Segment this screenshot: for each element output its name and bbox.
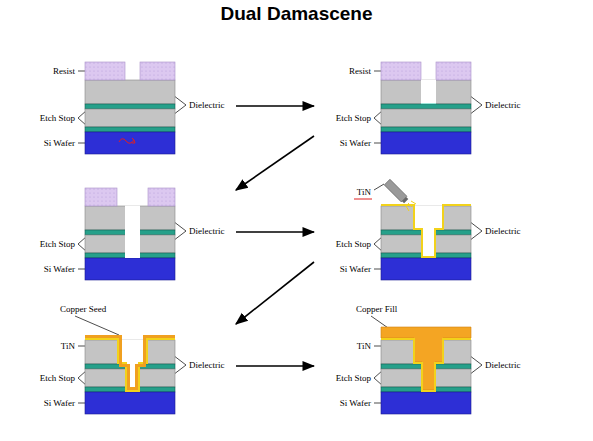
layer-label: Si Wafer	[44, 138, 75, 149]
process-panel: DielectricEtch Stop Si Wafer	[22, 166, 232, 286]
flow-arrow	[236, 231, 314, 233]
tin-liner	[381, 205, 471, 257]
wafer-stack	[85, 62, 175, 154]
process-panel: Copper FillTiN DielectricEtch Stop Si Wafe…	[318, 300, 528, 420]
red-mark	[119, 138, 135, 143]
layer-label: Resist	[349, 66, 371, 77]
sputter-gun	[384, 179, 409, 204]
sputter-spray	[406, 201, 416, 211]
resist-layer	[148, 188, 175, 206]
resist-layer	[85, 62, 125, 80]
layer-label: Etch Stop	[336, 373, 371, 384]
etched-via	[421, 230, 436, 258]
layer-label: Dielectric	[189, 226, 224, 237]
red-underline	[354, 199, 372, 200]
process-panel: ResistDielectricEtch Stop Si Wafer	[318, 40, 528, 160]
layer-label: Dielectric	[485, 226, 520, 237]
layer-label: Copper Fill	[356, 304, 397, 315]
resist-layer	[436, 62, 471, 80]
wafer-stack	[85, 337, 175, 415]
layer-label: Si Wafer	[340, 138, 371, 149]
flow-arrow	[236, 105, 314, 107]
wafer-stack	[381, 62, 471, 154]
etched-via	[125, 206, 140, 258]
process-panel: TiN DielectricEtch Stop Si Wafer	[318, 166, 528, 286]
flow-arrow	[236, 262, 314, 324]
process-panel: Copper SeedTiN DielectricEtch Stop Si Wafe…	[22, 300, 232, 420]
flow-arrow	[236, 365, 314, 367]
flow-arrow	[236, 136, 314, 190]
leader-lines	[75, 71, 482, 403]
layer-label: Etch Stop	[336, 239, 371, 250]
etched-trench	[413, 206, 444, 230]
tin-liner	[381, 339, 471, 391]
copper-fill	[381, 327, 471, 390]
layer-label: Si Wafer	[44, 264, 75, 275]
layer-label: Dielectric	[485, 100, 520, 111]
layer-label: TiN	[357, 187, 371, 198]
layer-label: Copper Seed	[60, 304, 106, 315]
layer-label: TiN	[61, 341, 75, 352]
layer-label: Etch Stop	[40, 113, 75, 124]
wafer-stack	[85, 188, 175, 280]
layer-label: TiN	[357, 341, 371, 352]
layer-label: Dielectric	[189, 360, 224, 371]
layer-label: Si Wafer	[340, 398, 371, 409]
resist-layer	[140, 62, 175, 80]
layer-label: Dielectric	[189, 100, 224, 111]
layer-label: Si Wafer	[340, 264, 371, 275]
etched-trench	[421, 80, 436, 104]
layer-label: Etch Stop	[40, 239, 75, 250]
copper-seed	[85, 337, 175, 389]
resist-layer	[85, 188, 117, 206]
wafer-stack	[381, 327, 471, 414]
layer-label: Etch Stop	[336, 113, 371, 124]
layer-label: Etch Stop	[40, 373, 75, 384]
process-panel: ResistDielectricEtch Stop Si Wafer	[22, 40, 232, 160]
layer-label: Dielectric	[485, 360, 520, 371]
layer-label: Si Wafer	[44, 398, 75, 409]
resist-layer	[381, 62, 421, 80]
diagram-title: Dual Damascene	[0, 3, 593, 25]
wafer-stack	[354, 179, 471, 280]
layer-label: Resist	[53, 66, 75, 77]
